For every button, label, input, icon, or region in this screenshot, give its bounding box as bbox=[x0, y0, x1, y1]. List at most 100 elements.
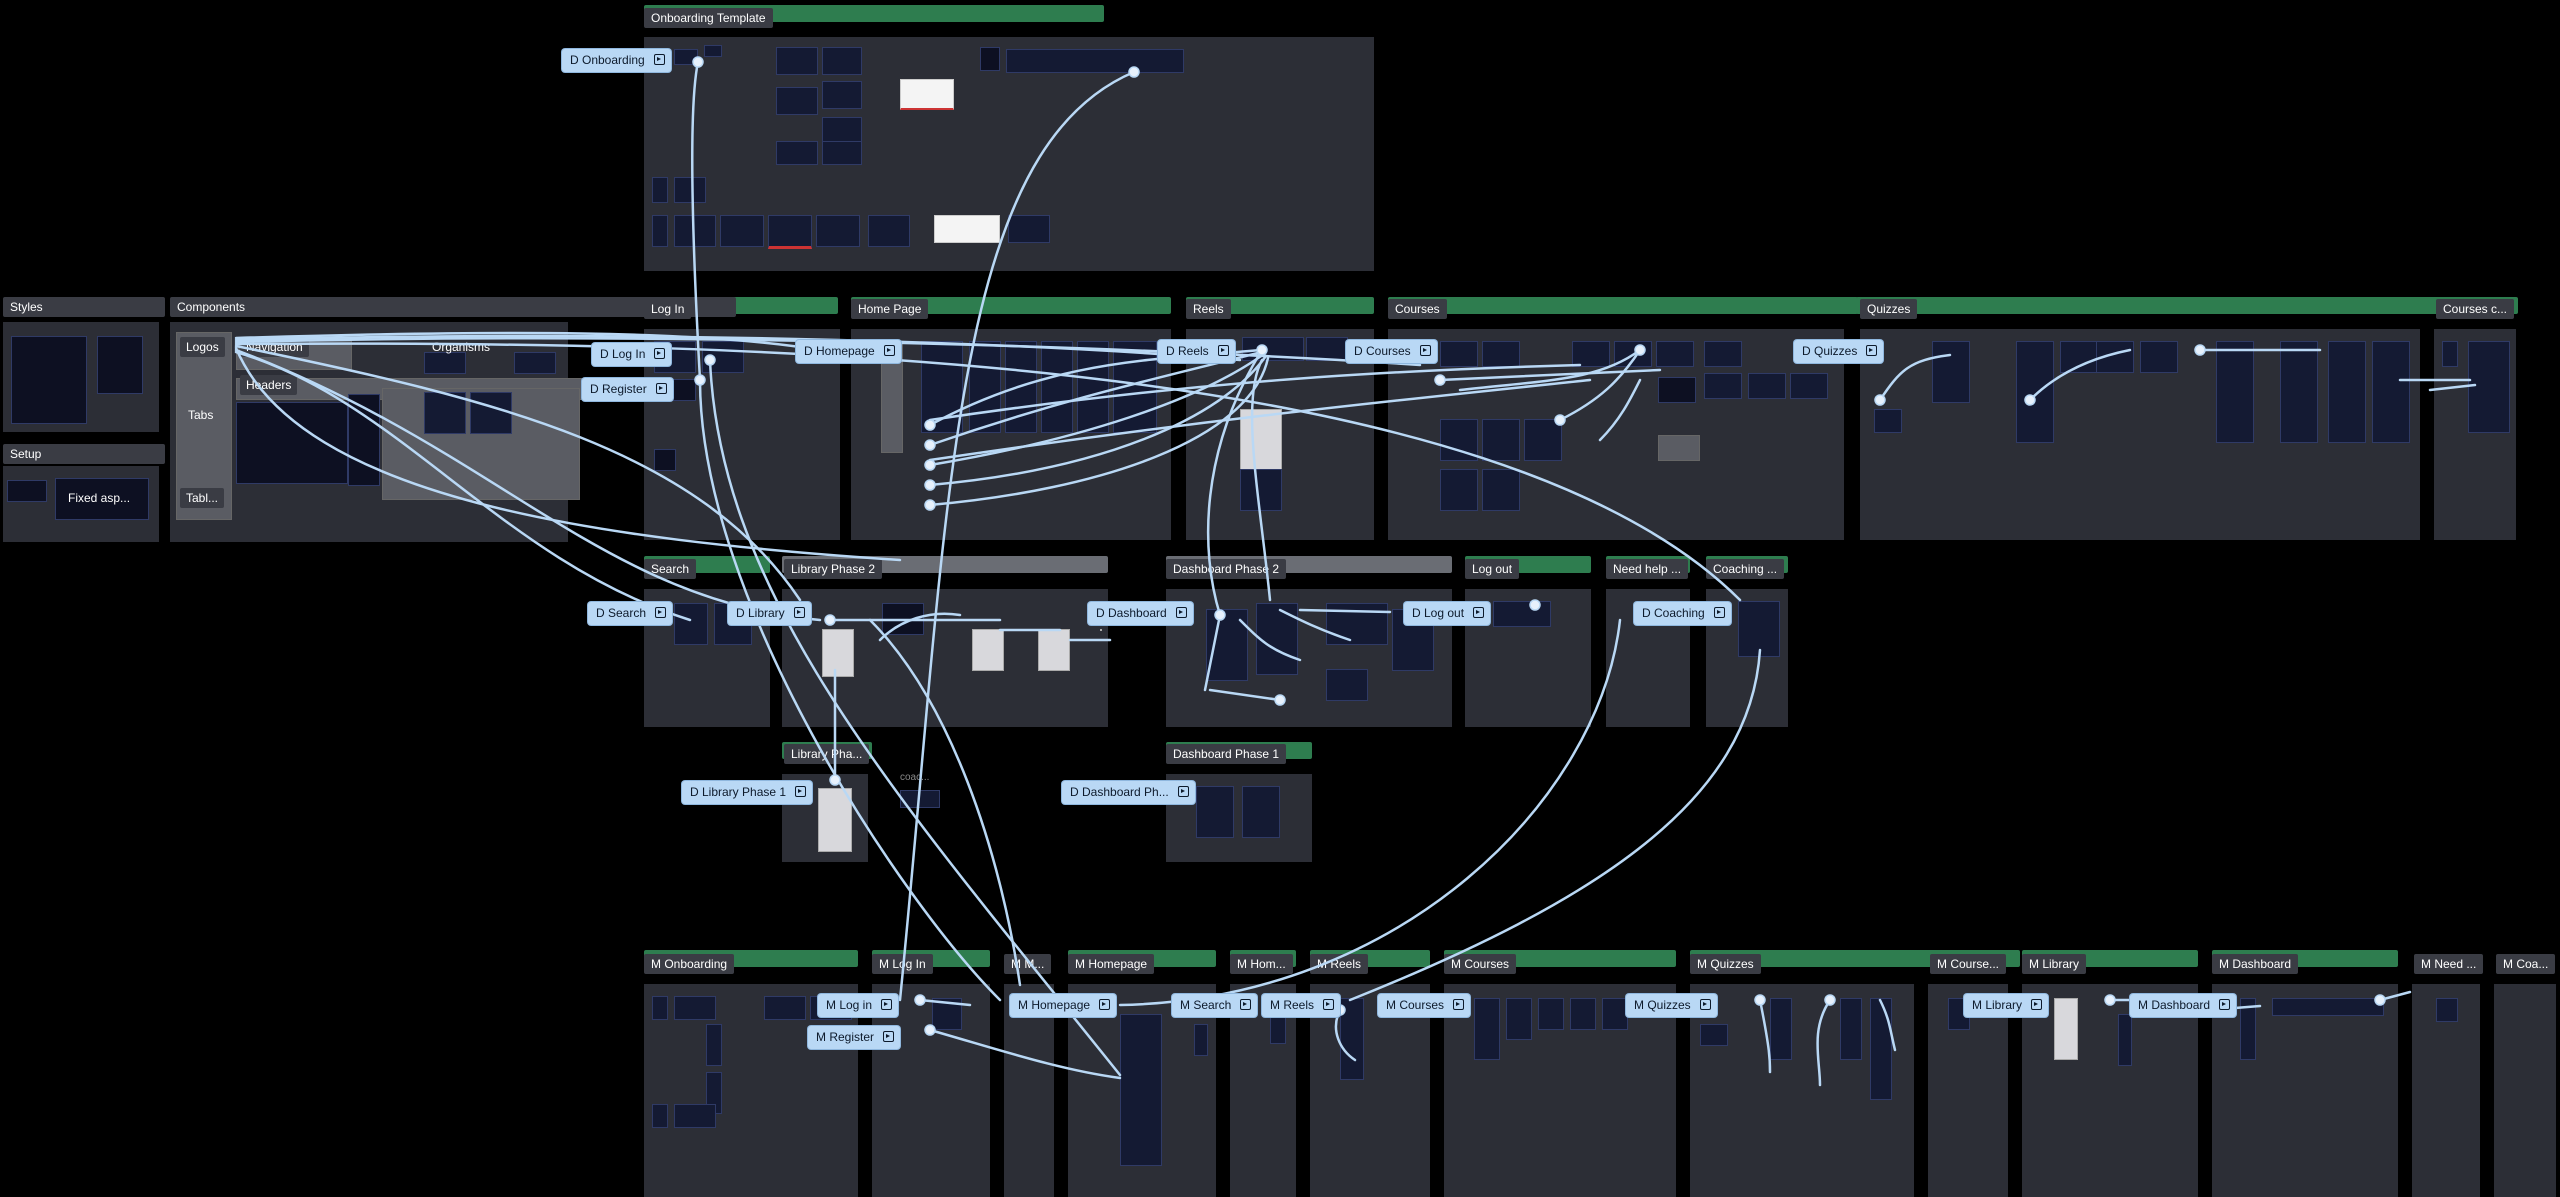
section-title-library-phase-2[interactable]: Library Phase 2 bbox=[784, 559, 883, 579]
frame[interactable] bbox=[1077, 341, 1109, 433]
frame[interactable] bbox=[654, 449, 676, 471]
section-title-m-reels[interactable]: M Reels bbox=[1310, 954, 1369, 974]
frame[interactable] bbox=[704, 45, 722, 57]
section-title-onboarding-template[interactable]: Onboarding Template bbox=[644, 8, 773, 28]
frame[interactable] bbox=[720, 215, 764, 247]
section-title-courses-c[interactable]: Courses c... bbox=[2436, 299, 2515, 319]
flow-start-d-homepage[interactable]: D Homepage bbox=[796, 340, 901, 363]
section-courses[interactable] bbox=[1388, 329, 1844, 540]
frame[interactable] bbox=[652, 215, 668, 247]
frame[interactable] bbox=[1440, 419, 1478, 461]
frame[interactable] bbox=[1524, 419, 1562, 461]
frame[interactable] bbox=[2328, 341, 2366, 443]
section-title-m-quizzes[interactable]: M Quizzes bbox=[1690, 954, 1761, 974]
frame[interactable] bbox=[1932, 341, 1970, 403]
frame[interactable] bbox=[674, 215, 716, 247]
section-title-dashboard-phase-1[interactable]: Dashboard Phase 1 bbox=[1166, 744, 1287, 764]
flow-start-m-courses[interactable]: M Courses bbox=[1378, 994, 1471, 1017]
section-title-library-phase-1[interactable]: Library Pha... bbox=[784, 744, 870, 764]
flow-start-m-homepage[interactable]: M Homepage bbox=[1010, 994, 1117, 1017]
section-m-courses[interactable] bbox=[1444, 984, 1676, 1197]
section-title-coaching[interactable]: Coaching ... bbox=[1706, 559, 1785, 579]
frame[interactable] bbox=[1658, 435, 1700, 461]
section-title-m-coaching[interactable]: M Coa... bbox=[2496, 954, 2556, 974]
frame[interactable] bbox=[2054, 998, 2078, 1060]
section-title-quizzes[interactable]: Quizzes bbox=[1860, 299, 1918, 319]
frame[interactable] bbox=[674, 1104, 716, 1128]
frame[interactable] bbox=[1538, 998, 1564, 1030]
flow-start-d-coaching[interactable]: D Coaching bbox=[1634, 602, 1731, 625]
frame[interactable] bbox=[1242, 337, 1304, 361]
frame[interactable] bbox=[1340, 998, 1364, 1080]
frame[interactable] bbox=[1870, 998, 1892, 1100]
section-title-courses[interactable]: Courses bbox=[1388, 299, 1447, 319]
frame[interactable] bbox=[1572, 341, 1610, 367]
frame[interactable] bbox=[1874, 409, 1902, 433]
flow-start-d-log-in[interactable]: D Log In bbox=[592, 343, 672, 366]
frame[interactable] bbox=[969, 341, 1001, 433]
section-title-styles[interactable]: Styles bbox=[3, 297, 165, 317]
flow-start-d-search[interactable]: D Search bbox=[588, 602, 673, 625]
frame[interactable] bbox=[1005, 341, 1037, 433]
section-title-m-dashboard[interactable]: M Dashboard bbox=[2212, 954, 2299, 974]
frame[interactable] bbox=[822, 141, 862, 165]
frame[interactable] bbox=[1242, 786, 1280, 838]
component-label-tables[interactable]: Tabl... bbox=[180, 488, 225, 508]
frame[interactable] bbox=[921, 341, 963, 433]
frame[interactable] bbox=[1326, 603, 1388, 645]
frame[interactable] bbox=[1704, 373, 1742, 399]
frame[interactable] bbox=[1506, 998, 1532, 1040]
frame[interactable] bbox=[1256, 603, 1298, 675]
frame[interactable] bbox=[652, 1104, 668, 1128]
section-quizzes[interactable] bbox=[1860, 329, 2420, 540]
frame[interactable] bbox=[1656, 341, 1694, 367]
frame[interactable] bbox=[980, 47, 1000, 71]
frame[interactable] bbox=[822, 81, 862, 109]
flow-start-d-onboarding[interactable]: D Onboarding bbox=[562, 49, 671, 72]
section-components[interactable] bbox=[170, 322, 588, 542]
frame[interactable] bbox=[55, 478, 149, 520]
frame[interactable] bbox=[2442, 341, 2458, 367]
section-title-m-hom[interactable]: M Hom... bbox=[1230, 954, 1293, 974]
frame[interactable] bbox=[2060, 341, 2098, 373]
flow-start-m-quizzes[interactable]: M Quizzes bbox=[1626, 994, 1717, 1017]
frame[interactable] bbox=[1113, 341, 1157, 433]
frame[interactable] bbox=[674, 603, 708, 645]
frame[interactable] bbox=[1240, 409, 1282, 471]
section-title-dashboard-phase-2[interactable]: Dashboard Phase 2 bbox=[1166, 559, 1287, 579]
frame[interactable] bbox=[816, 215, 860, 247]
frame[interactable] bbox=[900, 790, 940, 808]
frame[interactable] bbox=[934, 215, 1000, 243]
section-title-reels[interactable]: Reels bbox=[1186, 299, 1231, 319]
flow-start-d-log-out[interactable]: D Log out bbox=[1404, 602, 1491, 625]
section-title-log-out[interactable]: Log out bbox=[1465, 559, 1520, 579]
frame[interactable] bbox=[868, 215, 910, 247]
section-title-m-course[interactable]: M Course... bbox=[1930, 954, 2007, 974]
frame[interactable] bbox=[1326, 669, 1368, 701]
section-setup[interactable] bbox=[3, 466, 159, 542]
frame[interactable] bbox=[706, 1024, 722, 1066]
section-title-home-page[interactable]: Home Page bbox=[851, 299, 929, 319]
frame[interactable] bbox=[2240, 998, 2256, 1060]
frame[interactable] bbox=[470, 392, 512, 434]
frame[interactable] bbox=[972, 629, 1004, 671]
frame[interactable] bbox=[1482, 419, 1520, 461]
frame[interactable] bbox=[1840, 998, 1862, 1060]
frame[interactable] bbox=[776, 141, 818, 165]
flow-start-m-search[interactable]: M Search bbox=[1172, 994, 1258, 1017]
flow-start-d-register[interactable]: D Register bbox=[582, 378, 673, 401]
component-label-tabs[interactable]: Tabs bbox=[188, 408, 214, 422]
component-label-navigation[interactable]: Navigation bbox=[240, 337, 309, 357]
section-title-m-courses[interactable]: M Courses bbox=[1444, 954, 1517, 974]
frame[interactable] bbox=[776, 47, 818, 75]
section-m-quizzes[interactable] bbox=[1690, 984, 1914, 1197]
section-m-coaching[interactable] bbox=[2494, 984, 2556, 1197]
frame[interactable] bbox=[7, 480, 47, 502]
frame[interactable] bbox=[1658, 377, 1696, 403]
frame[interactable] bbox=[424, 392, 466, 434]
flow-start-m-register[interactable]: M Register bbox=[808, 1026, 901, 1049]
frame[interactable] bbox=[2216, 341, 2254, 443]
component-label-logos[interactable]: Logos bbox=[180, 337, 225, 357]
frame[interactable] bbox=[2436, 998, 2458, 1022]
flow-start-m-library[interactable]: M Library bbox=[1964, 994, 2049, 1017]
